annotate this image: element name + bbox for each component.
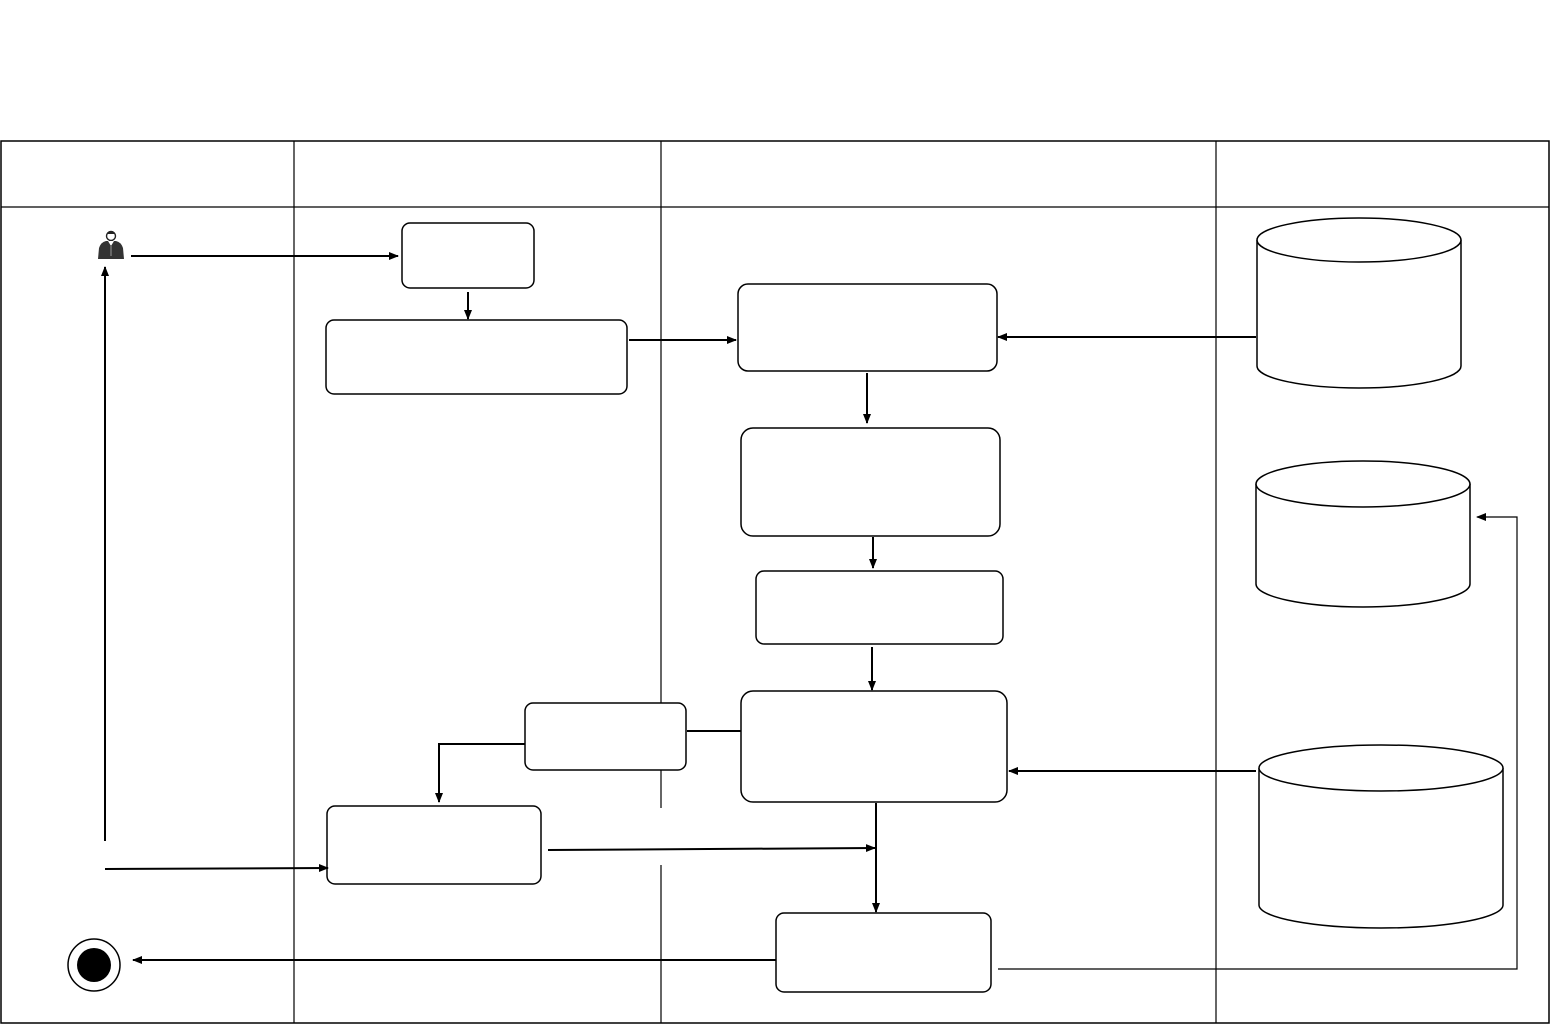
activity-node [755,570,1004,645]
activity-node [325,319,628,395]
edge-arrow [998,513,1518,970]
edge-arrow [435,743,525,803]
database-icon [1255,460,1471,608]
activity-node [775,912,992,993]
edge-arrow [104,864,329,873]
swimlane-frame [0,140,1550,1024]
activity-node [401,222,535,289]
user-icon [98,230,124,259]
activity-node [737,283,998,372]
edge-arrow [547,844,876,853]
edges [101,252,1518,970]
activity-node [524,702,687,771]
end-node-icon [67,938,121,992]
database-icon [1258,744,1504,929]
swimlane-border [0,140,1550,1024]
activity-node [740,690,1008,803]
activity-node [326,805,542,885]
database-icon [1256,217,1462,389]
activity-node [740,427,1001,537]
